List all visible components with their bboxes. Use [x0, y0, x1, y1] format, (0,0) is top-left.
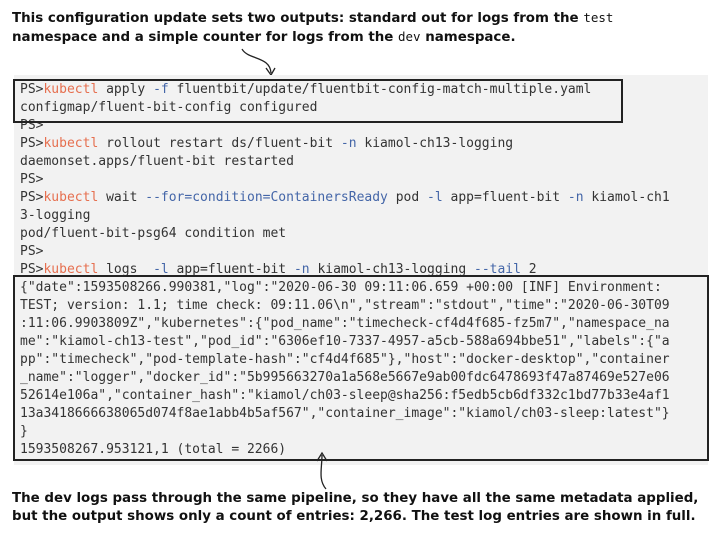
log-output-line: 13a3418666638065d074f8ae1abb4b5af567","c…	[20, 406, 670, 421]
log-output-line: }	[20, 424, 28, 439]
bottom-annotation: The dev logs pass through the same pipel…	[12, 490, 698, 526]
top-annotation-line-2: namespace and a simple counter for logs …	[12, 29, 516, 45]
log-output-line: TEST; version: 1.1; time check: 09:11.06…	[20, 298, 670, 313]
terminal-window[interactable]: PS>kubectl apply -f fluentbit/update/flu…	[14, 75, 708, 465]
bottom-annotation-line-2: but the output shows only a count of ent…	[12, 509, 696, 524]
bottom-callout-arrow	[316, 451, 328, 490]
terminal-line-cmd3: PS>kubectl wait --for=condition=Containe…	[20, 190, 670, 205]
terminal-line-out1: configmap/fluent-bit-config configured	[20, 100, 318, 115]
log-output-line: 52614e106a","container_hash":"kiamol/ch0…	[20, 388, 670, 403]
log-output-line: me":"kiamol-ch13-test","pod_id":"6306ef1…	[20, 334, 670, 349]
terminal-line-out3: pod/fluent-bit-psg64 condition met	[20, 226, 287, 241]
terminal-line-cmd1: PS>kubectl apply -f fluentbit/update/flu…	[20, 82, 592, 97]
terminal-line-out2: daemonset.apps/fluent-bit restarted	[20, 154, 294, 169]
terminal-line-prompt: PS>	[20, 172, 44, 187]
code-word-dev: dev	[398, 29, 421, 44]
log-output-line: _name":"logger","docker_id":"5b995663270…	[20, 370, 670, 385]
terminal-line-cmd3-wrap: 3-logging	[20, 208, 91, 223]
terminal-line-prompt: PS>	[20, 244, 44, 259]
top-annotation: This configuration update sets two outpu…	[12, 9, 613, 47]
terminal-line-prompt: PS>	[20, 118, 44, 133]
log-output-line: pp":"timecheck","pod-template-hash":"cf4…	[20, 352, 670, 367]
log-output-line: :11:06.9903809Z","kubernetes":{"pod_name…	[20, 316, 670, 331]
terminal-line-cmd4: PS>kubectl logs -l app=fluent-bit -n kia…	[20, 262, 537, 277]
log-output-count-line: 1593508267.953121,1 (total = 2266)	[20, 442, 287, 457]
code-word-test: test	[583, 10, 614, 25]
terminal-line-cmd2: PS>kubectl rollout restart ds/fluent-bit…	[20, 136, 514, 151]
log-output-line: {"date":1593508266.990381,"log":"2020-06…	[20, 280, 662, 295]
bottom-annotation-line-1: The dev logs pass through the same pipel…	[12, 491, 699, 506]
top-annotation-line-1: This configuration update sets two outpu…	[12, 10, 614, 26]
